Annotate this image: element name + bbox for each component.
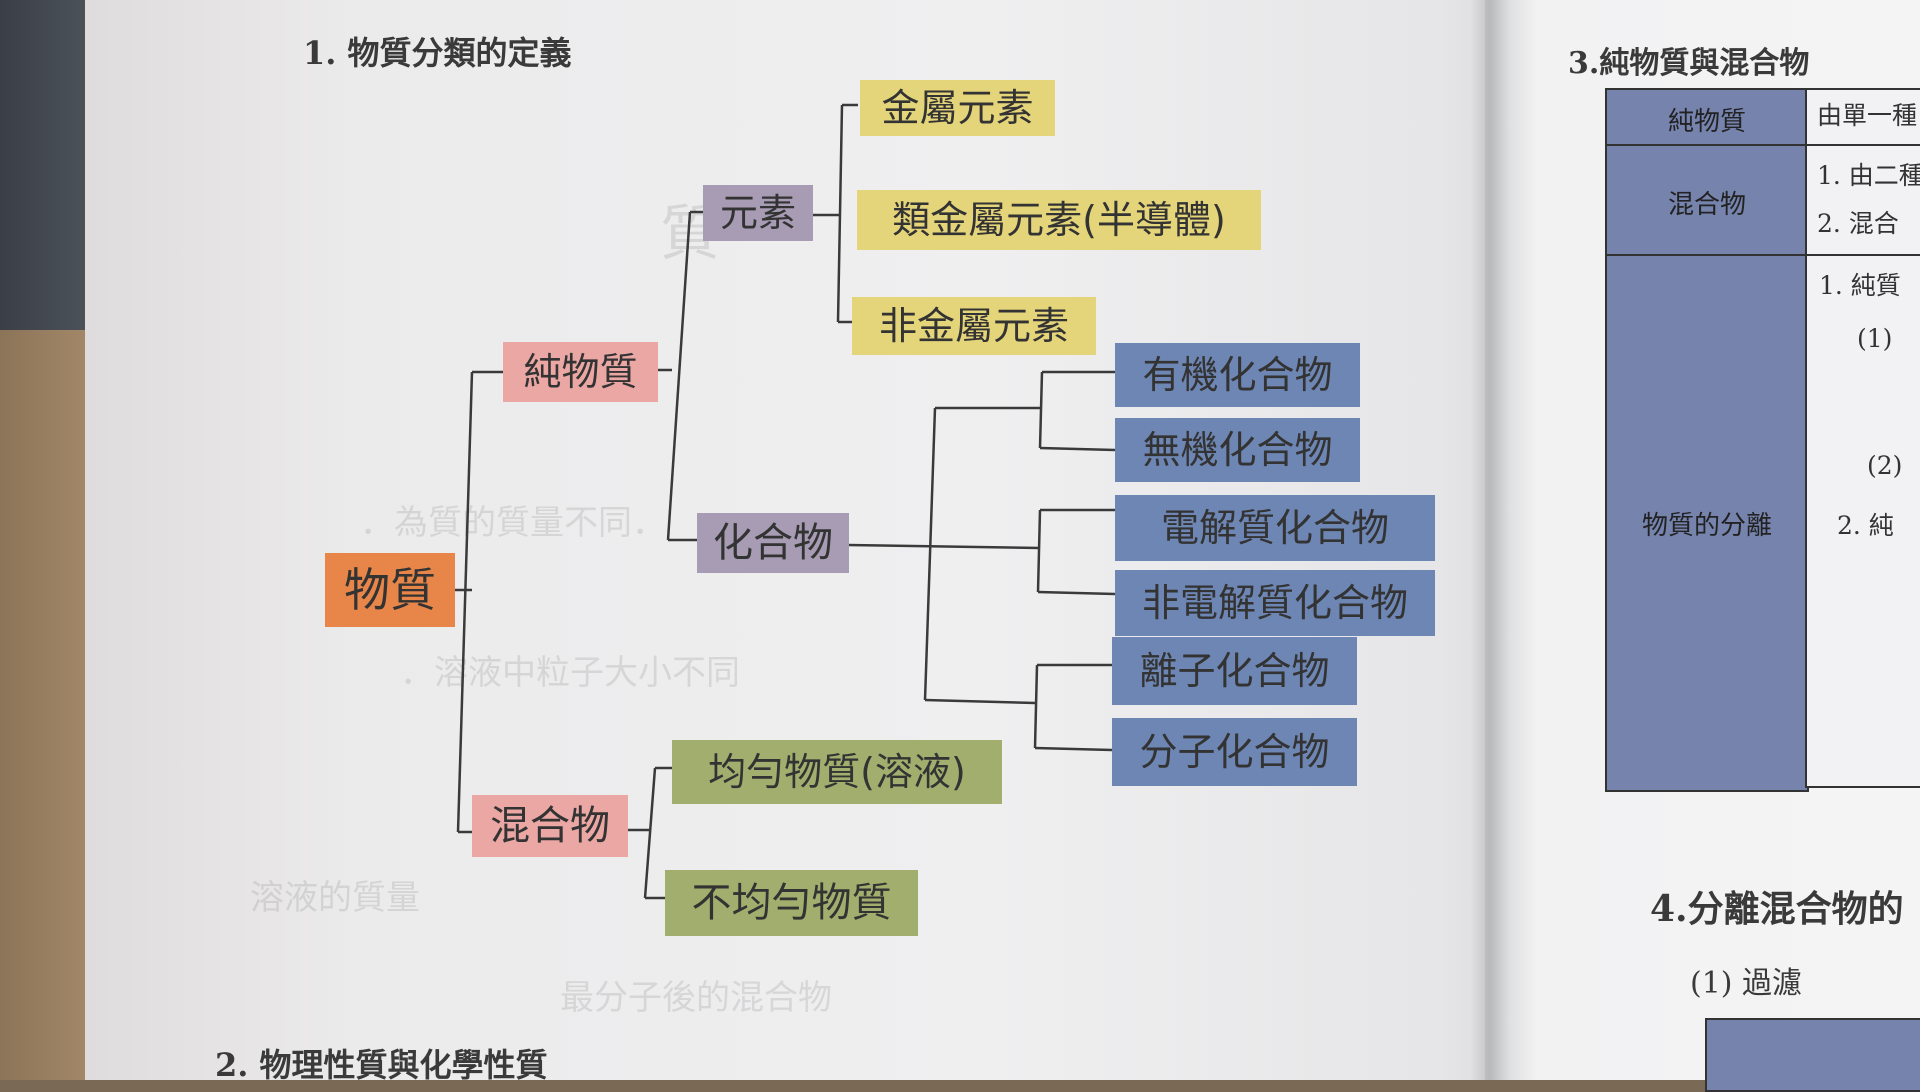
table-row-text: 1. 由二種 2. 混合 xyxy=(1805,144,1920,256)
section-title: 1. 物質分類的定義 xyxy=(303,34,572,72)
ghost-text: 溶液的質量 xyxy=(250,878,420,918)
table-row-text: 由單一種 xyxy=(1805,88,1920,146)
node-ionic-compound: 離子化合物 xyxy=(1112,637,1357,705)
node-molecular-compound: 分子化合物 xyxy=(1112,718,1357,786)
ghost-text: ．溶液中粒子大小不同 xyxy=(400,653,740,693)
node-inorganic-compound: 無機化合物 xyxy=(1115,418,1360,482)
node-metalloid-element: 類金屬元素(半導體) xyxy=(857,190,1261,250)
node-substance: 物質 xyxy=(325,553,455,627)
node-nonmetal-element: 非金屬元素 xyxy=(852,297,1096,355)
table-line: 1. 純質 xyxy=(1819,271,1901,300)
node-electrolyte-compound: 電解質化合物 xyxy=(1115,495,1435,561)
node-pure-substance: 純物質 xyxy=(503,342,658,402)
table-line: 1. 由二種 xyxy=(1817,161,1920,190)
section3-title: 3.純物質與混合物 xyxy=(1568,46,1810,81)
table-row-head: 混合物 xyxy=(1605,144,1809,260)
table-line: (1) xyxy=(1857,324,1893,353)
ghost-text: 最分子後的混合物 xyxy=(560,978,832,1018)
table-line: 2. 混合 xyxy=(1817,209,1899,238)
node-metal-element: 金屬元素 xyxy=(860,80,1055,136)
ghost-text: ．為質的質量不同． xyxy=(360,503,666,543)
node-organic-compound: 有機化合物 xyxy=(1115,343,1360,407)
node-element: 元素 xyxy=(703,185,813,241)
table-line: (2) xyxy=(1867,451,1903,480)
node-heterogeneous: 不均勻物質 xyxy=(665,870,918,936)
section4-title: 4.分離混合物的 xyxy=(1650,888,1904,930)
node-compound: 化合物 xyxy=(697,513,849,573)
footer-section-title: 2. 物理性質與化學性質 xyxy=(215,1046,548,1084)
node-nonelectrolyte-compound: 非電解質化合物 xyxy=(1115,570,1435,636)
node-mixture: 混合物 xyxy=(472,795,628,857)
page-gutter xyxy=(1470,0,1510,1080)
table-row-head: 純物質 xyxy=(1605,88,1809,150)
table-row-text: 1. 純質 (1) (2) 2. 純 xyxy=(1805,254,1920,788)
node-homogeneous: 均勻物質(溶液) xyxy=(672,740,1002,804)
table-line: 2. 純 xyxy=(1837,511,1894,540)
separation-table: 純物質 由單一種 混合物 1. 由二種 2. 混合 物質的分離 1. 純質 (1… xyxy=(1605,88,1920,792)
section4-item: (1) 過濾 xyxy=(1690,966,1803,1001)
